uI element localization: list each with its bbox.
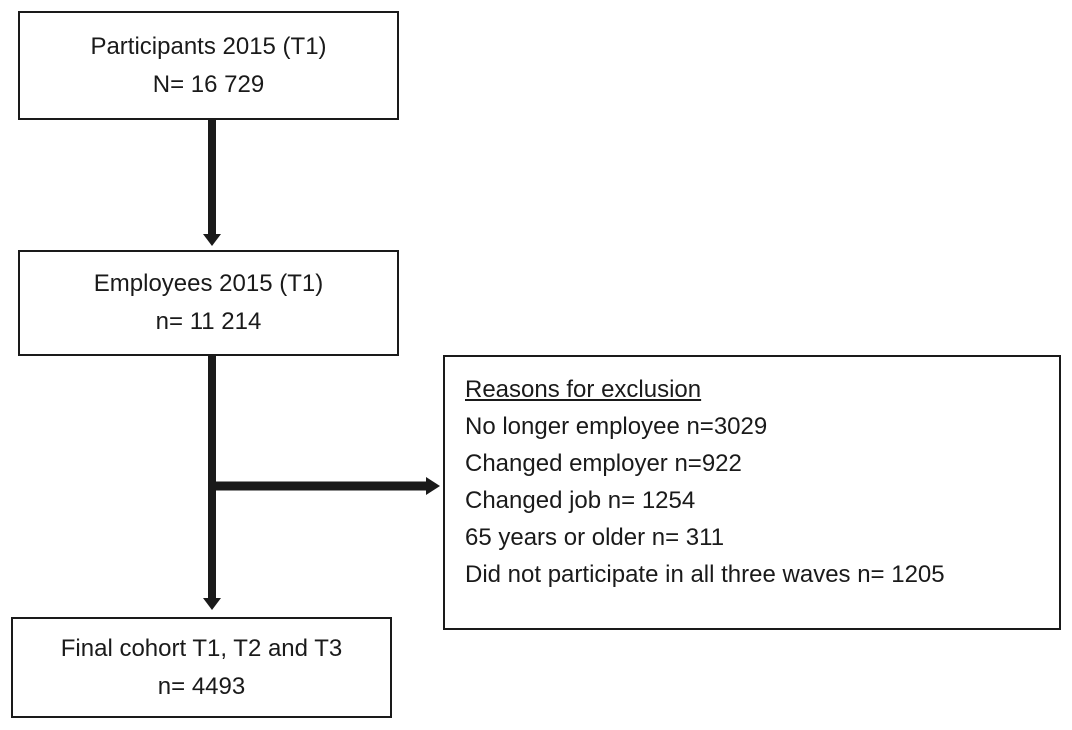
exclusion-item: Changed job n= 1254	[465, 487, 696, 514]
employees-title: Employees 2015 (T1)	[93, 270, 324, 297]
final-cohort-count: n= 4493	[157, 672, 246, 700]
exclusion-item: Did not participate in all three waves n…	[465, 561, 945, 588]
participants-title: Participants 2015 (T1)	[90, 32, 327, 60]
final-cohort-title: Final cohort T1, T2 and T3	[60, 634, 343, 662]
participants-count: N= 16 729	[152, 70, 265, 98]
exclusion-box: Reasons for exclusion No longer employee…	[443, 355, 1061, 630]
exclusion-item: Changed employer n=922	[465, 450, 742, 477]
exclusion-item: 65 years or older n= 311	[465, 524, 725, 551]
exclusion-heading: Reasons for exclusion	[465, 376, 702, 403]
participants-box: Participants 2015 (T1) N= 16 729	[18, 11, 399, 120]
employees-count: n= 11 214	[155, 308, 262, 335]
arrowhead-employees	[203, 234, 221, 246]
employees-box: Employees 2015 (T1) n= 11 214	[18, 250, 399, 356]
exclusion-item: No longer employee n=3029	[465, 413, 768, 440]
arrowhead-final	[203, 598, 221, 610]
final-cohort-box: Final cohort T1, T2 and T3 n= 4493	[11, 617, 392, 718]
arrowhead-exclusion	[426, 477, 440, 495]
